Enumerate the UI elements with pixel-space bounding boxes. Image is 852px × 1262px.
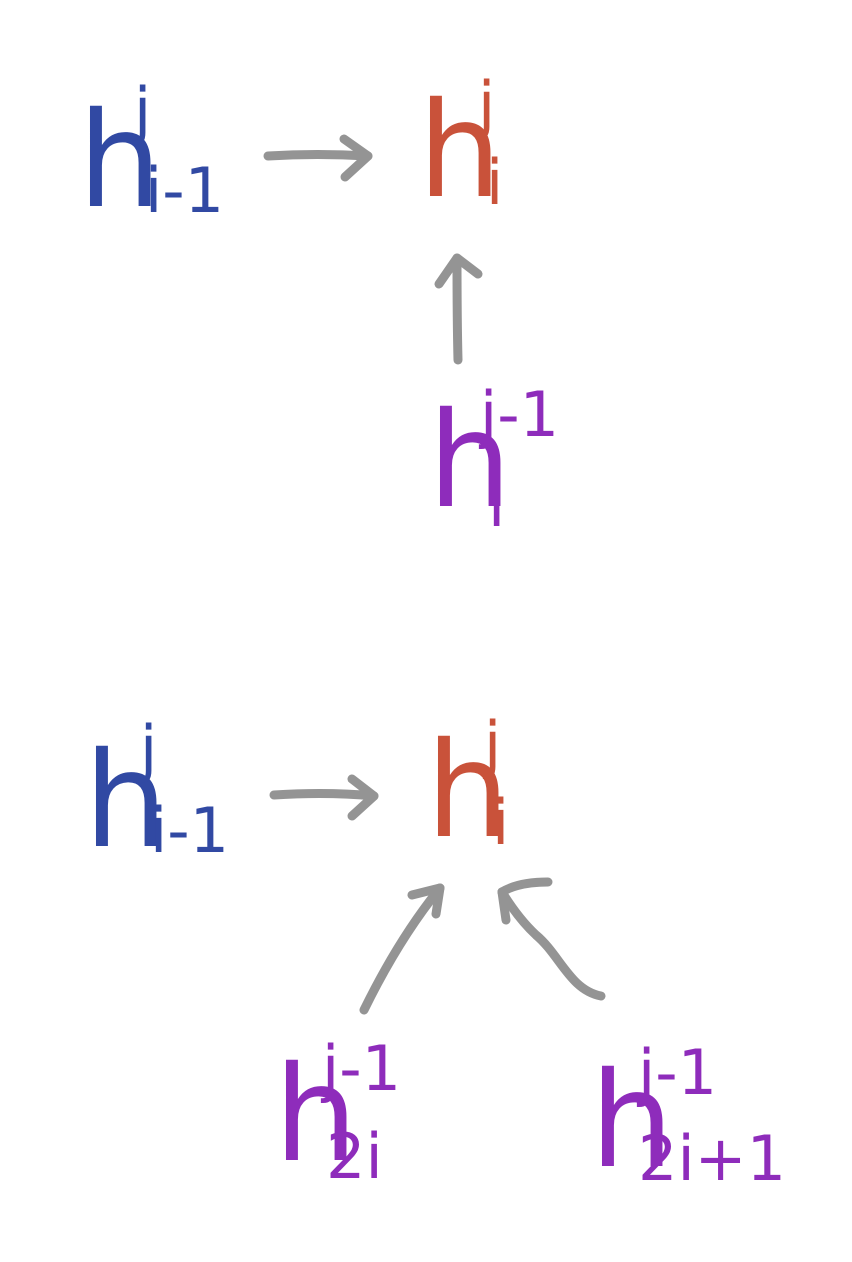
bottom-prev-node: h j i-1 [84, 712, 229, 878]
top-below-node-sub: i [488, 468, 505, 541]
top-prev-node-base: h [78, 84, 162, 238]
bottom-current-node-base: h [426, 714, 510, 868]
bottom-prev-node-sub: i-1 [150, 794, 229, 867]
top-prev-node: h j i-1 [78, 74, 224, 238]
bottom-right-child-arrow [497, 877, 606, 1001]
bottom-left-child-node-sup: j-1 [320, 1032, 401, 1105]
top-diagram: h j i-1 h j i h j-1 i [78, 68, 559, 541]
top-current-node-sup: j [476, 68, 495, 141]
bottom-prev-node-sup: j [138, 712, 157, 785]
bottom-left-child-node: h j-1 2i [274, 1032, 401, 1193]
bottom-right-child-node-sup: j-1 [636, 1036, 717, 1109]
bottom-diagram: h j i-1 h j i h j-1 2i [84, 708, 786, 1198]
bottom-left-child-node-base: h [274, 1038, 358, 1192]
bottom-current-node-sup: j [482, 708, 501, 781]
top-current-node-base: h [418, 74, 502, 228]
bottom-left-child-node-sub: 2i [326, 1120, 383, 1193]
top-below-node: h j-1 i [428, 378, 559, 541]
bottom-prev-node-base: h [84, 724, 168, 878]
bottom-current-node-sub: i [492, 786, 509, 859]
top-prev-node-sup: j [132, 74, 151, 147]
top-below-node-sup: j-1 [478, 378, 559, 451]
top-current-node-sub: i [486, 146, 503, 219]
top-below-node-base: h [428, 384, 512, 538]
top-prev-node-sub: i-1 [145, 154, 224, 227]
bottom-horizontal-arrow [269, 774, 379, 821]
top-vertical-arrow [434, 253, 483, 365]
top-horizontal-arrow [263, 134, 373, 182]
bottom-current-node: h j i [426, 708, 510, 868]
bottom-right-child-node-sub: 2i+1 [638, 1122, 786, 1195]
top-current-node: h j i [418, 68, 503, 228]
bottom-left-child-arrow [359, 883, 445, 1015]
bottom-right-child-node: h j-1 2i+1 [590, 1036, 786, 1198]
bottom-right-child-node-base: h [590, 1044, 674, 1198]
